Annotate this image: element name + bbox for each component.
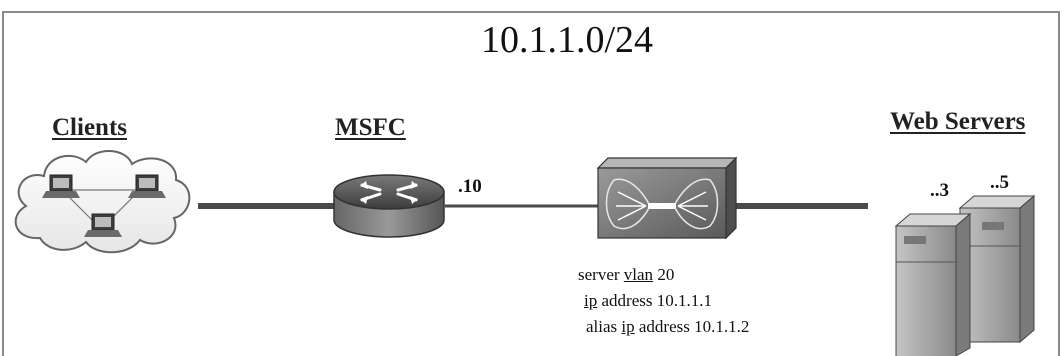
msfc-label: MSFC [335,114,406,141]
content-switch-icon [596,156,738,240]
subnet-label: 10.1.1.0/24 [480,19,654,61]
server-icon [958,194,1036,344]
msfc-address: .10 [458,176,482,197]
config-block: server vlan 20 ip address 10.1.1.1 alias… [578,262,749,340]
config-line-1: server vlan 20 [578,265,675,284]
server-a-address: ..3 [930,180,949,201]
laptop-icon [42,174,80,198]
config-line-3: alias ip address 10.1.1.2 [586,317,750,336]
server-icon [894,212,972,356]
clients-label: Clients [52,114,127,141]
router-icon [333,174,445,238]
laptop-icon [84,213,122,237]
server-b-address: ..5 [990,172,1009,193]
config-line-2: ip address 10.1.1.1 [584,291,712,310]
web-servers-label: Web Servers [890,108,1026,135]
laptop-icon [128,174,166,198]
diagram-frame [2,11,1060,356]
cloud-icon [14,149,191,254]
